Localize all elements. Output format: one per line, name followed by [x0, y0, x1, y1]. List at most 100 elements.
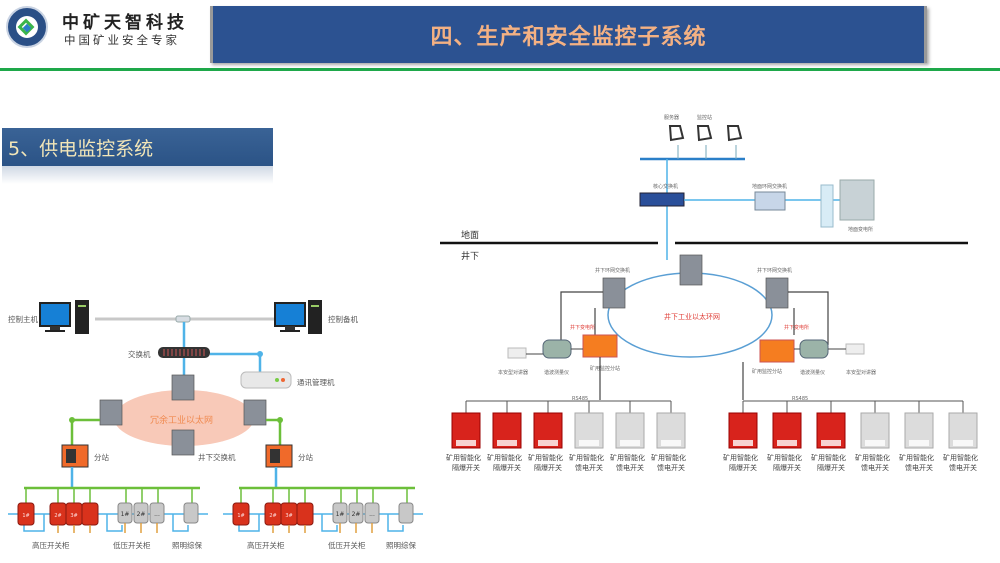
hv-cabinet-number: 2#	[54, 513, 61, 519]
lighting-protector-label: 照明综保	[386, 541, 416, 550]
monitor-substation-left-device	[582, 334, 618, 358]
switch-type-label: 矿用智能化	[651, 454, 686, 462]
intercom-left-device	[507, 347, 527, 359]
lv-cabinet-number: ...	[369, 511, 375, 518]
feeder-switch	[574, 412, 604, 449]
hv-cabinet-number: 1#	[22, 513, 29, 519]
hv-cabinet	[17, 502, 35, 526]
control-backup-computer	[274, 300, 322, 334]
hub-connector	[175, 315, 191, 323]
ring-switch-right	[243, 399, 267, 426]
intercom-right-device	[845, 343, 865, 355]
explosion-proof-switch	[533, 412, 563, 449]
switch-type-label: 矿用智能化	[610, 454, 645, 462]
slide-title-bar: 四、生产和安全监控子系统	[210, 6, 927, 63]
feeder-switch	[948, 412, 978, 449]
surface-substation-panel	[820, 184, 834, 228]
lv-cabinet-label: 低压开关柜	[328, 541, 366, 550]
switch-name-label: 隔爆开关	[817, 464, 845, 472]
surface-substation-label: 地面变电所	[848, 227, 874, 233]
lv-cabinet-number: 1#	[336, 511, 345, 518]
ring-switch-right-label: 井下环网交换机	[757, 268, 793, 274]
harmonic-right-device	[799, 339, 829, 359]
switch-type-label: 矿用智能化	[767, 454, 802, 462]
switch-name-label: 馈电开关	[861, 464, 889, 472]
switch-name-label: 馈电开关	[616, 464, 644, 472]
workstation-icons	[668, 125, 743, 142]
lv-cabinet-label: 低压开关柜	[113, 541, 151, 550]
hv-cabinet-number: 1#	[237, 513, 244, 519]
header-divider	[0, 68, 1000, 71]
feeder-switch	[656, 412, 686, 449]
ring-switch-left	[99, 399, 123, 426]
hv-cabinet-number: 2#	[269, 513, 276, 519]
switch-name-label: 隔爆开关	[729, 464, 757, 472]
core-switch-label: 核心交换机	[653, 184, 679, 190]
hv-cabinet-number: 3#	[70, 513, 77, 519]
ring-switch-right-device	[765, 277, 789, 309]
lighting-protector	[183, 502, 199, 524]
underground-substation-left-label: 井下变电所	[570, 325, 596, 331]
explosion-proof-switch	[728, 412, 758, 449]
hv-cabinet	[232, 502, 250, 526]
switch-type-label: 矿用智能化	[446, 454, 481, 462]
explosion-proof-switch	[816, 412, 846, 449]
comm-manager-label: 通讯管理机	[297, 378, 335, 387]
switch-name-label: 馈电开关	[657, 464, 685, 472]
hv-cabinet	[296, 502, 314, 526]
hv-cabinet-label: 高压开关柜	[32, 541, 70, 550]
ring-switch-left-device	[602, 277, 626, 309]
switch-type-label: 矿用智能化	[899, 454, 934, 462]
lv-cabinet-number: 1#	[121, 511, 130, 518]
switch-type-label: 矿用智能化	[723, 454, 758, 462]
explosion-proof-switch	[492, 412, 522, 449]
section-label: 5、供电监控系统	[2, 128, 273, 166]
switch-type-label: 矿用智能化	[943, 454, 978, 462]
substation-right-label: 分站	[298, 453, 313, 462]
control-host-computer	[39, 300, 89, 334]
slide-title: 四、生产和安全监控子系统	[430, 24, 707, 50]
monitor-substation-right-device	[759, 339, 795, 363]
ring-switch-top-device	[679, 254, 703, 286]
switch-name-label: 馈电开关	[949, 464, 977, 472]
intercom-left-label: 本安型对讲器	[498, 370, 529, 376]
rs485-left-label: RS485	[572, 396, 589, 402]
harmonic-left-device	[542, 339, 572, 359]
lighting-protector-label: 照明综保	[172, 541, 202, 550]
explosion-proof-switch	[772, 412, 802, 449]
comm-manager-device	[240, 371, 292, 389]
hv-cabinet	[81, 502, 99, 526]
surface-ring-switch-label: 地面环网交换机	[752, 184, 788, 190]
lighting-protector	[398, 502, 414, 524]
hv-cabinet-label: 高压开关柜	[247, 541, 285, 550]
switch-name-label: 馈电开关	[575, 464, 603, 472]
surface-ring-switch-device	[754, 191, 786, 211]
ring-switch-top	[171, 374, 195, 401]
explosion-proof-switch	[451, 412, 481, 449]
rs485-right-label: RS485	[792, 396, 809, 402]
section-title: 5、供电监控系统	[8, 137, 154, 160]
switch-name-label: 隔爆开关	[773, 464, 801, 472]
feeder-switch	[860, 412, 890, 449]
substation-left-label: 分站	[94, 453, 109, 462]
underground-substation-right-label: 井下变电所	[784, 325, 810, 331]
ground-label: 地面	[461, 231, 480, 241]
section-label-shadow	[2, 166, 273, 184]
server-label: 服务器	[664, 115, 680, 121]
hv-cabinet-number: 3#	[285, 513, 292, 519]
harmonic-right-label: 谐波测量仪	[800, 370, 826, 376]
feeder-switch	[904, 412, 934, 449]
intercom-right-label: 本安型对讲器	[846, 370, 877, 376]
left-power-monitoring-diagram: 1#2#3#1#2#...1#2#3#1#2#...	[8, 300, 423, 533]
switch-type-label: 矿用智能化	[528, 454, 563, 462]
switch-type-label: 矿用智能化	[569, 454, 604, 462]
ring-switch-left-label: 井下环网交换机	[595, 268, 631, 274]
underground-label: 井下	[461, 252, 480, 262]
monitor-station-label: 监控站	[697, 115, 713, 121]
monitor-substation-left-label: 矿用监控分站	[590, 366, 621, 372]
monitor-substation-right-label: 矿用监控分站	[752, 369, 783, 375]
switch-name-label: 隔爆开关	[452, 464, 480, 472]
core-switch-device	[639, 192, 685, 207]
switch-name-label: 隔爆开关	[534, 464, 562, 472]
lv-cabinet-number: ...	[154, 511, 160, 518]
